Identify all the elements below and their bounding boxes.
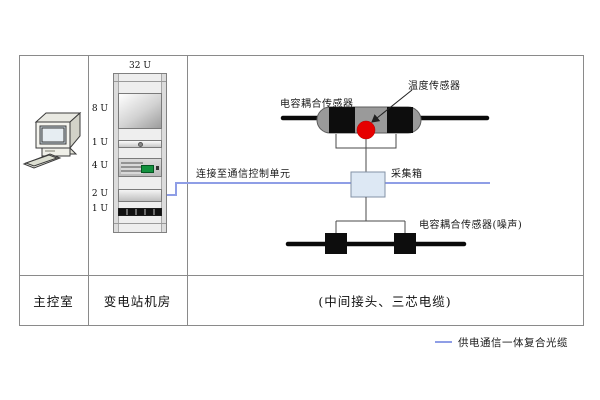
noise-sensor-label: 电容耦合传感器(噪声)	[419, 220, 523, 231]
rack-unit-8u-panel	[118, 93, 162, 129]
server-vents	[121, 162, 143, 174]
box-to-noise-wires	[335, 197, 406, 233]
rack-unit-1u-patch	[118, 140, 162, 148]
rack-unit-2u-comm	[118, 189, 162, 202]
server-lcd-display	[141, 165, 154, 173]
fiber-link-line	[167, 182, 490, 196]
collection-box	[350, 171, 386, 198]
rack-rail-left	[114, 74, 119, 232]
capacitive-sensor-label: 电容耦合传感器	[280, 99, 354, 110]
server-rack	[113, 73, 167, 233]
capacitive-sensor-left	[329, 107, 355, 133]
rack-top-bar	[114, 81, 166, 82]
legend-fiber-label: 供电通信一体复合光缆	[458, 337, 568, 349]
room-label-main-control: 主控室	[33, 293, 74, 309]
rack-bottom-bar	[114, 223, 166, 224]
rack-unit-label-4u: 4 U	[91, 161, 108, 171]
room-label-joint-cable: (中间接头、三芯电缆)	[318, 293, 452, 309]
rack-rail-right	[161, 74, 166, 232]
column-divider-2	[187, 55, 188, 325]
column-divider-1	[88, 55, 89, 325]
temp-sensor-pointer-arrow	[371, 89, 413, 123]
noise-sensor-left	[325, 233, 347, 254]
server-button	[156, 166, 159, 170]
temperature-sensor-dot	[356, 120, 376, 140]
rack-unit-4u-server	[118, 158, 162, 177]
rack-unit-1u-pdu	[118, 208, 162, 216]
rack-capacity-label: 32 U	[129, 61, 151, 71]
temp-sensor-label: 温度传感器	[408, 81, 461, 92]
room-label-substation: 变电站机房	[103, 293, 172, 309]
table-outer-border	[19, 55, 584, 326]
comm-link-label: 连接至通信控制单元	[196, 169, 291, 180]
rack-unit-label-2u: 2 U	[91, 189, 108, 199]
legend-fiber-line-swatch	[435, 341, 452, 343]
rack-unit-label-1u-a: 1 U	[91, 138, 108, 148]
patch-knob	[138, 142, 143, 147]
capacitive-sensor-right	[387, 107, 413, 133]
noise-sensor-right	[394, 233, 416, 254]
row-divider	[19, 275, 583, 276]
rack-unit-label-8u: 8 U	[91, 104, 108, 114]
rack-unit-label-1u-b: 1 U	[91, 204, 108, 214]
collection-box-label: 采集箱	[391, 169, 423, 180]
